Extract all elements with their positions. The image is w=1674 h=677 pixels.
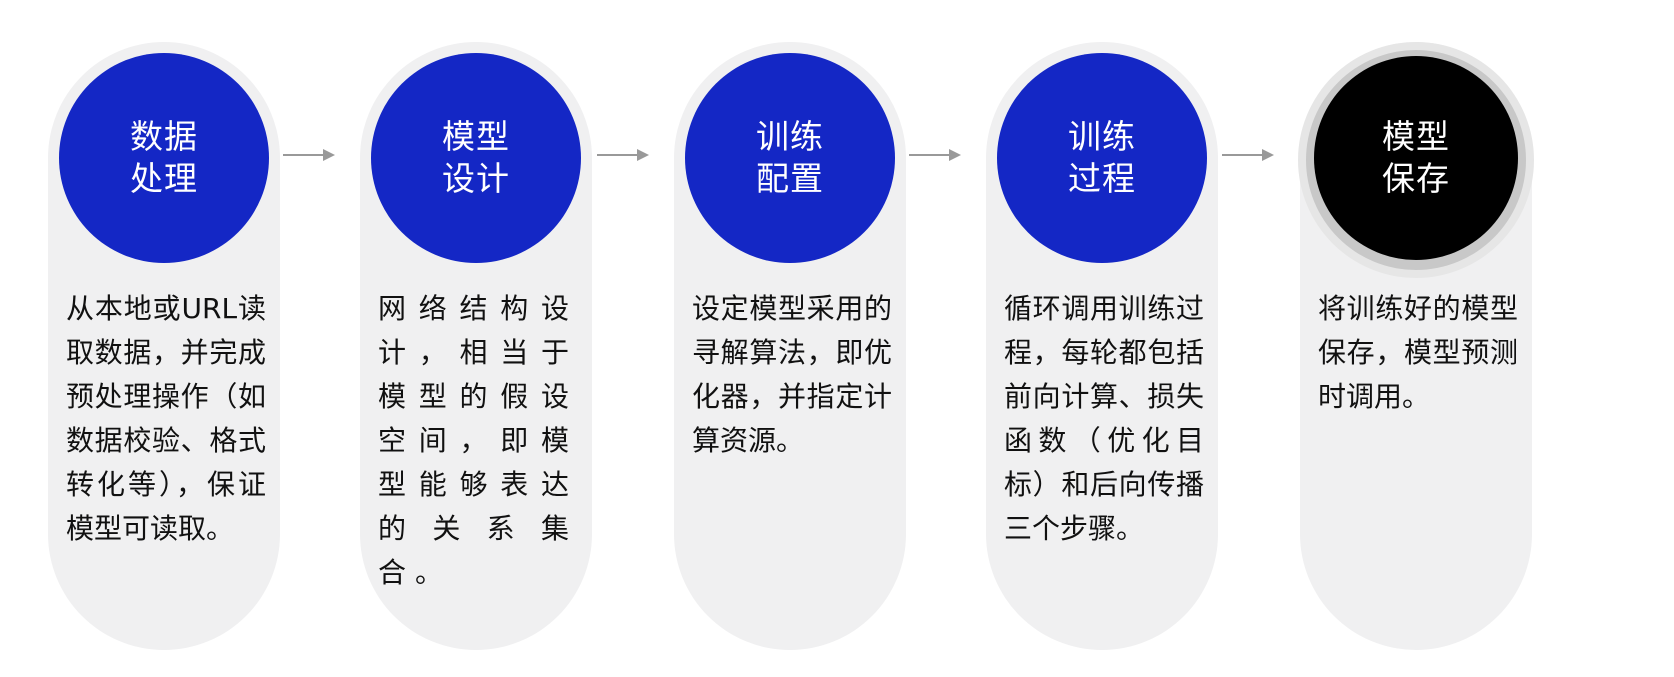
step-model-save: 模型 保存 将训练好的模型保存，模型预测时调用。: [1298, 42, 1534, 650]
right-arrow-icon: [1222, 149, 1274, 161]
step-training-config: 训练 配置 设定模型采用的寻解算法，即优化器，并指定计算资源。: [674, 42, 906, 650]
step-model-design: 模型 设计 网络结构设计，相当于模型的假设空间，即模型能够表达的关系集合。: [360, 42, 592, 650]
step-title-line1: 训练: [1068, 117, 1136, 156]
step-title-line2: 过程: [1068, 159, 1136, 198]
step-circle: 模型 保存: [1314, 56, 1518, 260]
step-circle: 模型 设计: [371, 53, 581, 263]
right-arrow-icon: [283, 149, 335, 161]
step-title-line2: 保存: [1382, 159, 1450, 198]
step-circle: 训练 过程: [997, 53, 1207, 263]
step-title-line1: 训练: [756, 117, 824, 156]
step-title-line2: 设计: [442, 159, 510, 198]
step-circle: 数据 处理: [59, 53, 269, 263]
step-title-line2: 处理: [130, 159, 198, 198]
step-title-line2: 配置: [756, 159, 824, 198]
step-description: 循环调用训练过程，每轮都包括前向计算、损失函数（优化目标）和后向传播三个步骤。: [1004, 292, 1204, 545]
step-description: 将训练好的模型保存，模型预测时调用。: [1318, 292, 1518, 413]
step-circle: 训练 配置: [685, 53, 895, 263]
step-title-line1: 数据: [130, 117, 198, 156]
right-arrow-icon: [909, 149, 961, 161]
step-data-processing: 数据 处理 从本地或URL读取数据，并完成预处理操作（如数据校验、格式转化等），…: [48, 42, 280, 650]
step-title-line1: 模型: [442, 117, 510, 156]
step-training-process: 训练 过程 循环调用训练过程，每轮都包括前向计算、损失函数（优化目标）和后向传播…: [986, 42, 1218, 650]
step-description: 设定模型采用的寻解算法，即优化器，并指定计算资源。: [692, 292, 892, 457]
step-title-line1: 模型: [1382, 117, 1450, 156]
step-description: 从本地或URL读取数据，并完成预处理操作（如数据校验、格式转化等），保证模型可读…: [66, 292, 266, 545]
step-description: 网络结构设计，相当于模型的假设空间，即模型能够表达的关系集合。: [378, 292, 578, 589]
right-arrow-icon: [597, 149, 649, 161]
